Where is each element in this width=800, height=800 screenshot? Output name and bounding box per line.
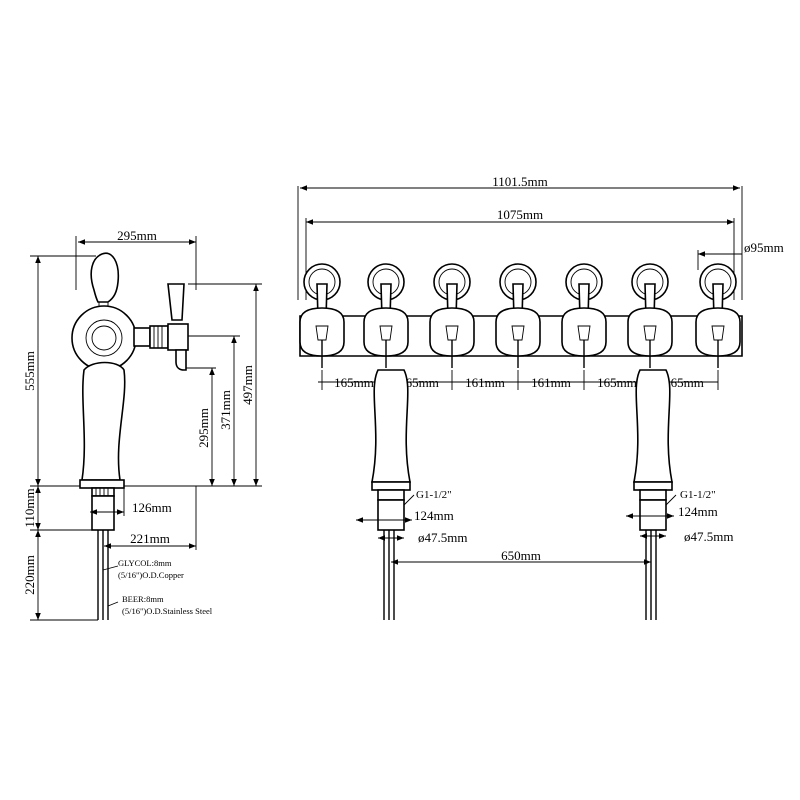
side-dim-total-height: 555mm [22,351,37,391]
front-view: 1101.5mm 1075mm ø95mm 165mm 165mm 161mm 161… [297,174,784,620]
thread-left: G1-1/2" [416,489,452,501]
tap-1 [299,263,345,390]
spacing-label-3: 161mm [465,375,505,390]
front-dim-span: 1075mm [497,207,543,222]
beer-label: BEER:8mm [122,594,164,604]
front-dim-overall: 1101.5mm [492,174,548,189]
side-view: 295mm 555mm 497mm 371mm 295mm 126mm 110m… [22,228,262,621]
side-dim-221: 221mm [130,531,170,546]
side-dim-497: 497mm [240,365,255,405]
flange-left: 124mm [414,508,454,523]
glycol-label: GLYCOL:8mm [118,558,172,568]
tap-4 [495,263,541,390]
flange-right: 124mm [678,504,718,519]
side-dim-110: 110mm [22,488,37,527]
tap-7 [695,263,741,390]
shank-right: ø47.5mm [684,529,733,544]
beer-spec: (5/16")O.D.Stainless Steel [122,606,213,616]
side-dim-220: 220mm [22,555,37,595]
column-spacing: 650mm [501,548,541,563]
shank-left: ø47.5mm [418,530,467,545]
tap-row [299,263,741,390]
front-dim-handle-diameter: ø95mm [744,240,784,255]
spacing-label-1: 165mm [334,375,374,390]
tap-5 [561,263,607,390]
side-dim-126: 126mm [132,500,172,515]
side-dim-width: 295mm [117,228,157,243]
spacing-label-2: 165mm [399,375,439,390]
spacing-label-6: 165mm [664,375,704,390]
glycol-spec: (5/16")O.D.Copper [118,570,184,580]
spacing-dimensions: 165mm 165mm 161mm 161mm 165mm 165mm [334,375,704,390]
thread-right: G1-1/2" [680,489,716,501]
spacing-label-4: 161mm [531,375,571,390]
side-dim-295-vertical: 295mm [196,408,211,448]
side-dim-371: 371mm [218,390,233,430]
spacing-label-5: 165mm [597,375,637,390]
tap-3 [429,263,475,390]
tap-2 [363,263,409,390]
